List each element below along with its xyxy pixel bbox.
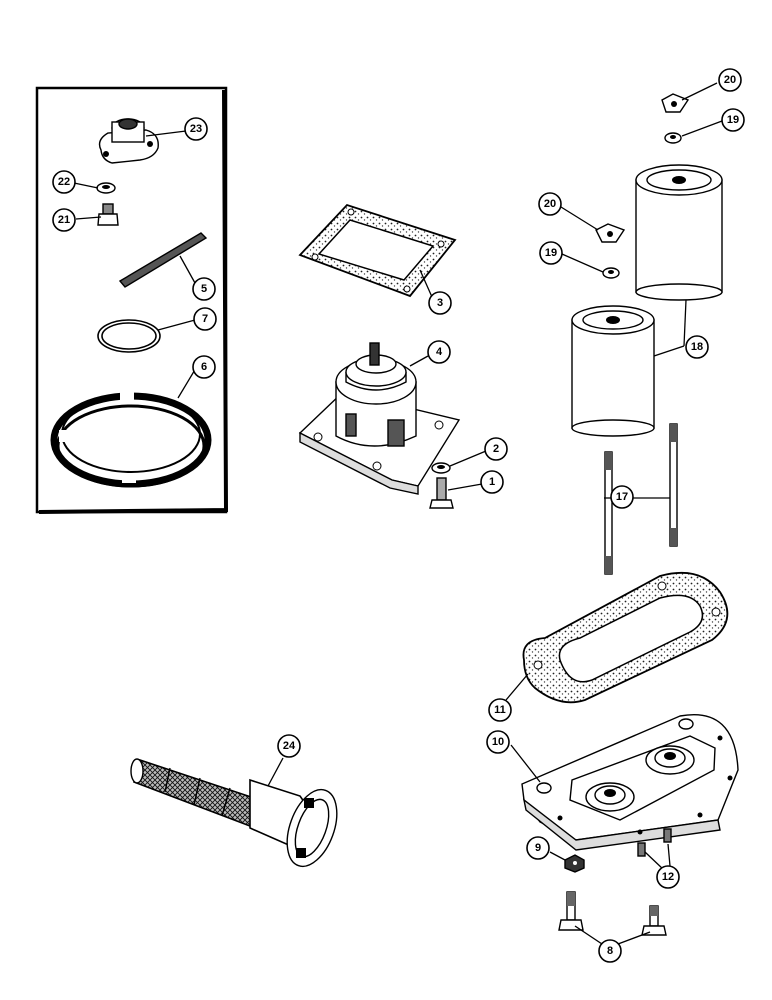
svg-text:24: 24 xyxy=(283,740,296,752)
svg-text:12: 12 xyxy=(662,871,674,883)
part-23-fitting xyxy=(98,118,159,164)
svg-text:17: 17 xyxy=(616,491,628,503)
callout-7: 7 xyxy=(193,307,217,331)
svg-text:9: 9 xyxy=(535,842,541,854)
svg-text:4: 4 xyxy=(436,346,443,358)
callout-11: 11 xyxy=(488,698,512,722)
callout-21: 21 xyxy=(52,208,76,232)
part-11-gasket xyxy=(522,571,729,704)
callout-5: 5 xyxy=(192,277,216,301)
part-1-bolt xyxy=(429,477,454,509)
part-4-housing xyxy=(298,342,461,495)
part-10-base-plate xyxy=(521,714,739,851)
part-18-filter-lower xyxy=(571,305,655,437)
callout-24: 24 xyxy=(277,734,301,758)
part-19-washer-top xyxy=(664,132,682,144)
svg-text:21: 21 xyxy=(58,214,70,226)
svg-text:19: 19 xyxy=(545,247,557,259)
callout-18: 18 xyxy=(685,335,709,359)
callout-6: 6 xyxy=(192,355,216,379)
svg-text:20: 20 xyxy=(544,198,556,210)
leader-lines xyxy=(73,82,723,945)
svg-text:7: 7 xyxy=(202,313,208,325)
callout-10: 10 xyxy=(486,730,510,754)
callout-4: 4 xyxy=(427,340,451,364)
svg-text:8: 8 xyxy=(607,945,613,957)
callout-17: 17 xyxy=(610,485,634,509)
svg-text:22: 22 xyxy=(58,176,70,188)
svg-text:10: 10 xyxy=(492,736,504,748)
callout-19-top: 19 xyxy=(721,108,745,132)
svg-text:1: 1 xyxy=(489,476,495,488)
callout-2: 2 xyxy=(484,437,508,461)
part-12-set-screws xyxy=(637,828,672,857)
callout-8: 8 xyxy=(598,939,622,963)
callout-19-mid: 19 xyxy=(539,241,563,265)
svg-text:20: 20 xyxy=(724,74,736,86)
svg-text:3: 3 xyxy=(437,297,443,309)
part-6-seal xyxy=(50,392,212,488)
callout-12: 12 xyxy=(656,865,680,889)
part-19-washer-mid xyxy=(602,267,620,279)
part-22-washer xyxy=(96,182,116,194)
svg-text:5: 5 xyxy=(201,283,207,295)
part-20-wing-nut-top xyxy=(661,93,690,113)
part-24-strainer xyxy=(130,758,338,868)
part-2-washer xyxy=(431,462,451,474)
part-17-studs xyxy=(604,423,678,575)
callout-3: 3 xyxy=(428,291,452,315)
svg-text:11: 11 xyxy=(494,704,506,716)
svg-text:6: 6 xyxy=(201,361,207,373)
part-20-wing-nut-mid xyxy=(595,223,626,243)
callout-9: 9 xyxy=(526,836,550,860)
part-8-bolts xyxy=(558,891,667,936)
callout-23: 23 xyxy=(184,117,208,141)
part-9-nut xyxy=(564,854,585,873)
svg-text:2: 2 xyxy=(493,443,499,455)
callout-22: 22 xyxy=(52,170,76,194)
callout-1: 1 xyxy=(480,470,504,494)
callout-20-mid: 20 xyxy=(538,192,562,216)
part-7-o-ring xyxy=(97,319,161,353)
part-5-strip xyxy=(118,232,208,288)
svg-text:18: 18 xyxy=(691,341,703,353)
callout-20-top: 20 xyxy=(718,68,742,92)
part-21-plug xyxy=(97,203,119,226)
part-3-gasket xyxy=(298,203,457,298)
part-18-filter-upper xyxy=(635,164,723,301)
svg-text:19: 19 xyxy=(727,114,739,126)
svg-text:23: 23 xyxy=(190,123,202,135)
